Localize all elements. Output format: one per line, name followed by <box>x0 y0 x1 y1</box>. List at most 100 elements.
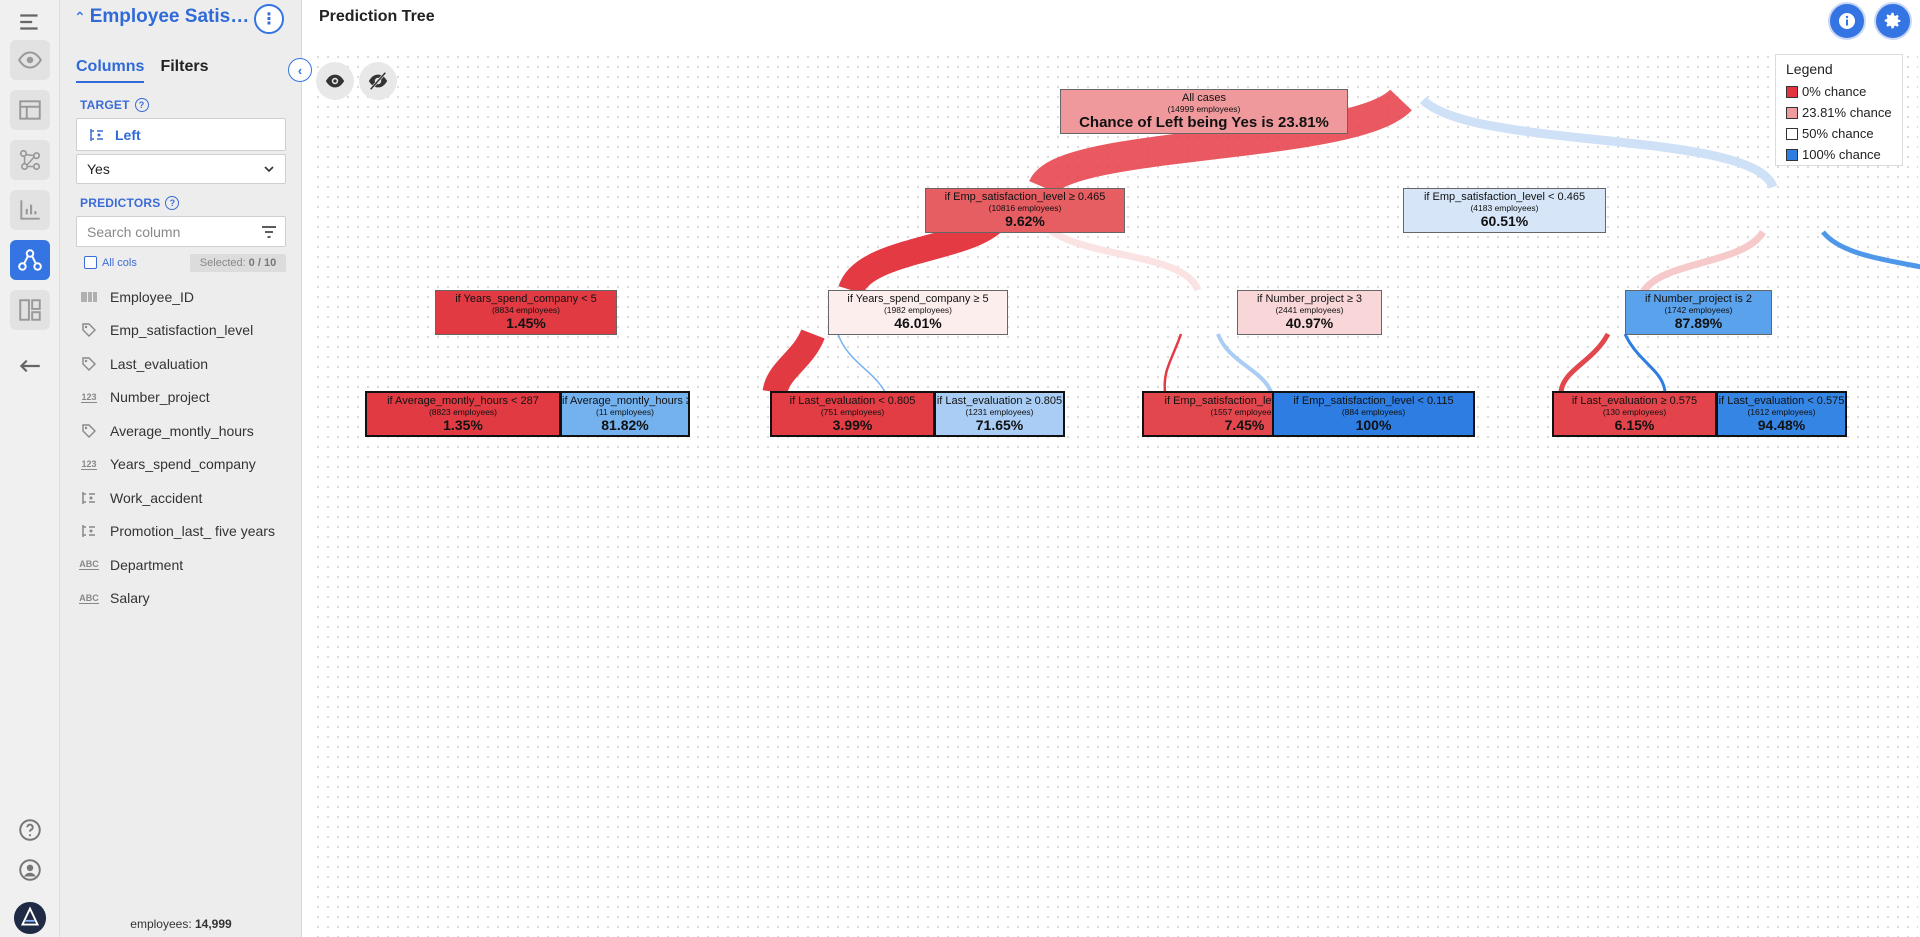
column-type-icon: ABC <box>79 592 99 604</box>
predictors-help-icon[interactable]: ? <box>165 196 180 210</box>
predictor-name: Promotion_last_ five years <box>110 523 275 540</box>
user-icon[interactable] <box>10 850 50 890</box>
node-cond: if Number_project ≥ 3 <box>1256 293 1363 305</box>
settings-gear-icon[interactable] <box>1874 2 1912 40</box>
dashboard-nav-icon[interactable] <box>10 290 50 330</box>
node-cond: if Emp_satisfaction_level < 0.465 <box>1423 191 1586 203</box>
legend-swatch <box>1786 106 1798 119</box>
tree-node-l1[interactable]: if Average_montly_hours < 287(8823 emplo… <box>365 391 561 437</box>
link-root-n1 <box>1029 88 1412 196</box>
table-nav-icon[interactable] <box>10 90 50 130</box>
back-arrow-icon[interactable] <box>10 346 50 386</box>
node-cond: if Number_project is 2 <box>1645 293 1752 305</box>
legend-item: 23.81% chance <box>1786 102 1892 123</box>
all-cols-toggle[interactable]: All cols <box>84 256 137 269</box>
show-all-eye-icon[interactable] <box>316 62 354 100</box>
link-root-n2 <box>1419 96 1778 190</box>
legend-label: 0% chance <box>1802 84 1867 99</box>
legend-label: 23.81% chance <box>1802 105 1892 120</box>
collapse-sidebar-icon[interactable]: ‹ <box>288 58 312 82</box>
legend-swatch <box>1786 85 1798 98</box>
target-value-select[interactable]: Yes <box>76 154 286 184</box>
tree-node-l6[interactable]: if Emp_satisfaction_level < 0.115(884 em… <box>1272 391 1475 437</box>
project-title: Employee Satisfac... <box>89 6 250 27</box>
top-right-actions <box>1828 2 1912 40</box>
legend-title: Legend <box>1786 61 1833 77</box>
chevron-down-icon <box>264 166 274 173</box>
tree-node-n2[interactable]: if Emp_satisfaction_level < 0.465(4183 e… <box>1403 188 1606 233</box>
filter-icon[interactable] <box>261 225 277 239</box>
node-count: (8823 employees) <box>428 407 498 417</box>
link-n11-l2 <box>837 333 886 393</box>
legend-swatch <box>1786 127 1798 140</box>
hide-eye-icon[interactable] <box>359 62 397 100</box>
tree-node-l4[interactable]: if Last_evaluation ≥ 0.805(1231 employee… <box>934 391 1065 437</box>
project-menu-icon[interactable]: ⋮ <box>254 4 284 34</box>
tree-node-root[interactable]: All cases(14999 employees)Chance of Left… <box>1060 89 1348 134</box>
node-pct: 1.45% <box>506 314 546 331</box>
node-cond: if Years_spend_company < 5 <box>455 293 597 305</box>
predictor-item[interactable]: Emp_satisfaction_level <box>80 314 300 348</box>
all-cols-checkbox[interactable] <box>84 256 97 269</box>
tab-columns[interactable]: Columns <box>76 58 145 83</box>
row-count-label: employees: <box>130 917 192 931</box>
info-icon[interactable] <box>1828 2 1866 40</box>
graph-nav-icon[interactable] <box>10 140 50 180</box>
node-pct: 46.01% <box>894 314 942 331</box>
menu-icon[interactable] <box>10 2 50 42</box>
column-type-icon <box>80 291 98 303</box>
search-column-input[interactable] <box>87 223 247 240</box>
tree-node-n1[interactable]: if Emp_satisfaction_level ≥ 0.465(10816 … <box>925 188 1125 233</box>
link-n11-l1 <box>762 328 825 396</box>
node-pct: 60.51% <box>1480 212 1529 229</box>
node-count: (1742 employees) <box>1664 305 1733 315</box>
node-count: (8834 employees) <box>491 305 561 315</box>
node-pct: 87.89% <box>1674 314 1723 331</box>
tree-node-n12[interactable]: if Years_spend_company ≥ 5(1982 employee… <box>828 290 1008 335</box>
eye-nav-icon[interactable] <box>10 40 50 80</box>
column-type-icon <box>80 523 98 539</box>
node-pct: 6.15% <box>1614 416 1655 433</box>
node-cond: if Emp_satisfaction_level ≥ 0.465 <box>944 191 1106 203</box>
tab-filters[interactable]: Filters <box>160 58 209 75</box>
predictor-item[interactable]: Promotion_last_ five years <box>80 515 300 549</box>
target-help-icon[interactable]: ? <box>134 98 149 112</box>
project-selector[interactable]: ⌃ Employee Satisfac... <box>74 6 250 28</box>
help-icon[interactable] <box>10 810 50 850</box>
chart-nav-icon[interactable] <box>10 190 50 230</box>
tree-node-l7[interactable]: if Last_evaluation ≥ 0.575(130 employees… <box>1552 391 1717 437</box>
predictor-name: Employee_ID <box>110 288 195 305</box>
page-title: Prediction Tree <box>319 8 435 25</box>
node-pct: 1.35% <box>443 416 483 433</box>
tree-node-n22[interactable]: if Number_project is 2(1742 employees)87… <box>1625 290 1772 335</box>
node-cond: if Years_spend_company ≥ 5 <box>847 293 989 305</box>
app-logo-icon[interactable] <box>10 898 50 937</box>
tree-node-l8[interactable]: if Last_evaluation < 0.575(1612 employee… <box>1716 391 1847 437</box>
node-pct: 100% <box>1355 416 1392 433</box>
tree-node-n21[interactable]: if Number_project ≥ 3(2441 employees)40.… <box>1237 290 1382 335</box>
node-count: (10816 employees) <box>988 203 1062 213</box>
tree-nav-icon[interactable] <box>10 240 50 280</box>
predictor-item[interactable]: Employee_ID <box>80 280 300 314</box>
link-n2-n22 <box>1821 230 1920 270</box>
target-field[interactable]: Left <box>76 118 286 151</box>
tree-node-n11[interactable]: if Years_spend_company < 5(8834 employee… <box>435 290 617 335</box>
node-count: (4183 employees) <box>1470 203 1539 213</box>
predictor-item[interactable]: Average_montly_hours <box>80 414 300 448</box>
predictor-name: Years_spend_company <box>110 456 256 473</box>
node-count: (130 employees) <box>1602 407 1667 417</box>
node-count: (1557 employees) <box>1210 407 1279 417</box>
search-column-field[interactable] <box>76 216 286 247</box>
predictor-item[interactable]: Last_evaluation <box>80 347 300 381</box>
left-rail <box>0 0 60 937</box>
predictor-item[interactable]: Work_accident <box>80 481 300 515</box>
tree-node-l2[interactable]: if Average_montly_hours ≥ 287(11 employe… <box>560 391 690 437</box>
tree-node-l3[interactable]: if Last_evaluation < 0.805(751 employees… <box>770 391 935 437</box>
node-pct: 81.82% <box>601 416 649 433</box>
node-count: (751 employees) <box>820 407 885 417</box>
